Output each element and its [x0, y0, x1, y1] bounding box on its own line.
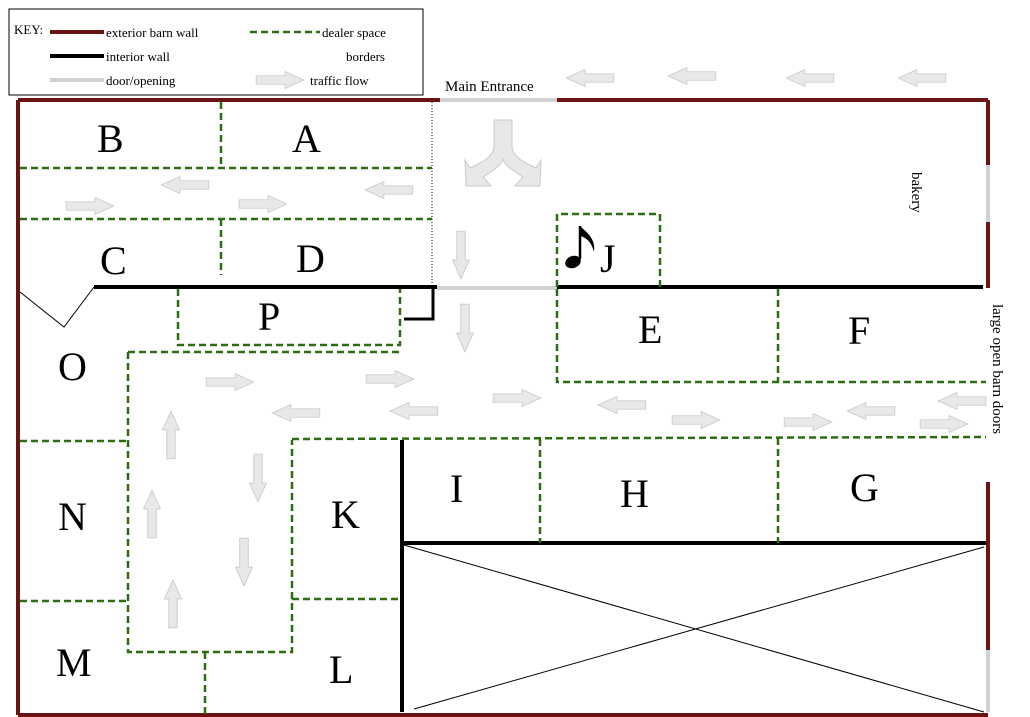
- traffic-arrow-icon: [65, 197, 115, 215]
- legend-traffic-label: traffic flow: [310, 73, 369, 88]
- space-label-c: C: [100, 238, 127, 283]
- traffic-arrow-icon: [238, 195, 288, 213]
- angled-door-swing: [19, 286, 95, 328]
- doors: [437, 98, 990, 712]
- traffic-arrow-icon: [456, 303, 474, 353]
- space-label-i: I: [450, 466, 463, 511]
- space-label-o: O: [58, 344, 87, 389]
- dealer-border-p: [176, 289, 402, 347]
- legend-title: KEY:: [14, 22, 43, 37]
- legend-dealer-label: dealer space: [322, 25, 386, 40]
- space-label-k: K: [331, 492, 360, 537]
- traffic-arrow-icon: [143, 489, 161, 539]
- legend-dealer-label-cont: borders: [346, 49, 385, 64]
- traffic-arrow-icon: [671, 411, 721, 429]
- closed-area-diagonal-2: [413, 546, 985, 710]
- space-label-g: G: [850, 465, 879, 510]
- space-label-b: B: [97, 116, 124, 161]
- traffic-arrow-icon: [364, 181, 414, 199]
- legend: KEY: exterior barn wall interior wall do…: [8, 8, 424, 96]
- traffic-arrow-icon: [846, 402, 896, 420]
- bakery-label: bakery: [908, 172, 924, 213]
- closed-area-diagonal-1: [403, 544, 985, 713]
- traffic-arrow-icon: [785, 69, 835, 87]
- dealer-border-ihg-top: [291, 435, 987, 441]
- space-label-j: J: [600, 236, 616, 281]
- interior-walls: [19, 285, 986, 712]
- music-note-icon: [565, 226, 595, 269]
- legend-door-label: door/opening: [106, 73, 176, 88]
- traffic-arrow-icon: [249, 453, 267, 503]
- barn-doors-label: large open barn doors: [989, 304, 1005, 434]
- traffic-arrow-icon: [937, 392, 987, 410]
- space-label-m: M: [56, 640, 92, 685]
- space-label-d: D: [296, 236, 325, 281]
- traffic-arrow-icon: [452, 230, 470, 280]
- traffic-arrow-icon: [783, 413, 833, 431]
- traffic-arrow-icon: [667, 67, 717, 85]
- space-label-l: L: [329, 647, 353, 692]
- traffic-arrow-icon: [164, 579, 182, 629]
- traffic-arrow-icon: [492, 389, 542, 407]
- exterior-walls: [16, 98, 990, 717]
- traffic-arrow-icon: [205, 373, 255, 391]
- traffic-arrow-icon: [565, 69, 615, 87]
- traffic-arrow-icon: [389, 402, 439, 420]
- dealer-borders: [20, 102, 987, 715]
- main-entrance-label: Main Entrance: [445, 79, 534, 95]
- space-label-f: F: [848, 308, 870, 353]
- space-label-e: E: [638, 307, 662, 352]
- space-label-n: N: [58, 494, 87, 539]
- space-label-h: H: [620, 471, 649, 516]
- legend-exterior-label: exterior barn wall: [106, 25, 199, 40]
- legend-interior-label: interior wall: [106, 49, 170, 64]
- traffic-arrow-icon: [271, 404, 321, 422]
- dealer-border-j: [555, 212, 662, 287]
- traffic-arrow-icon: [597, 396, 647, 414]
- traffic-arrow-icon: [160, 176, 210, 194]
- traffic-arrow-icon: [919, 415, 969, 433]
- interior-wall-corner: [404, 287, 435, 321]
- space-labels: B A C D J P E F O I H G N K M L: [56, 116, 879, 692]
- traffic-arrow-icon: [365, 370, 415, 388]
- traffic-arrow-icon: [162, 410, 180, 460]
- traffic-arrow-icon: [897, 69, 947, 87]
- dealer-border-loop-sides: [126, 352, 294, 654]
- split-entrance-arrow-icon: [464, 119, 542, 187]
- traffic-arrow-icon: [235, 537, 253, 587]
- space-label-a: A: [292, 116, 321, 161]
- closed-area: [403, 544, 985, 713]
- dealer-border-ef: [555, 289, 986, 384]
- space-label-p: P: [258, 294, 280, 339]
